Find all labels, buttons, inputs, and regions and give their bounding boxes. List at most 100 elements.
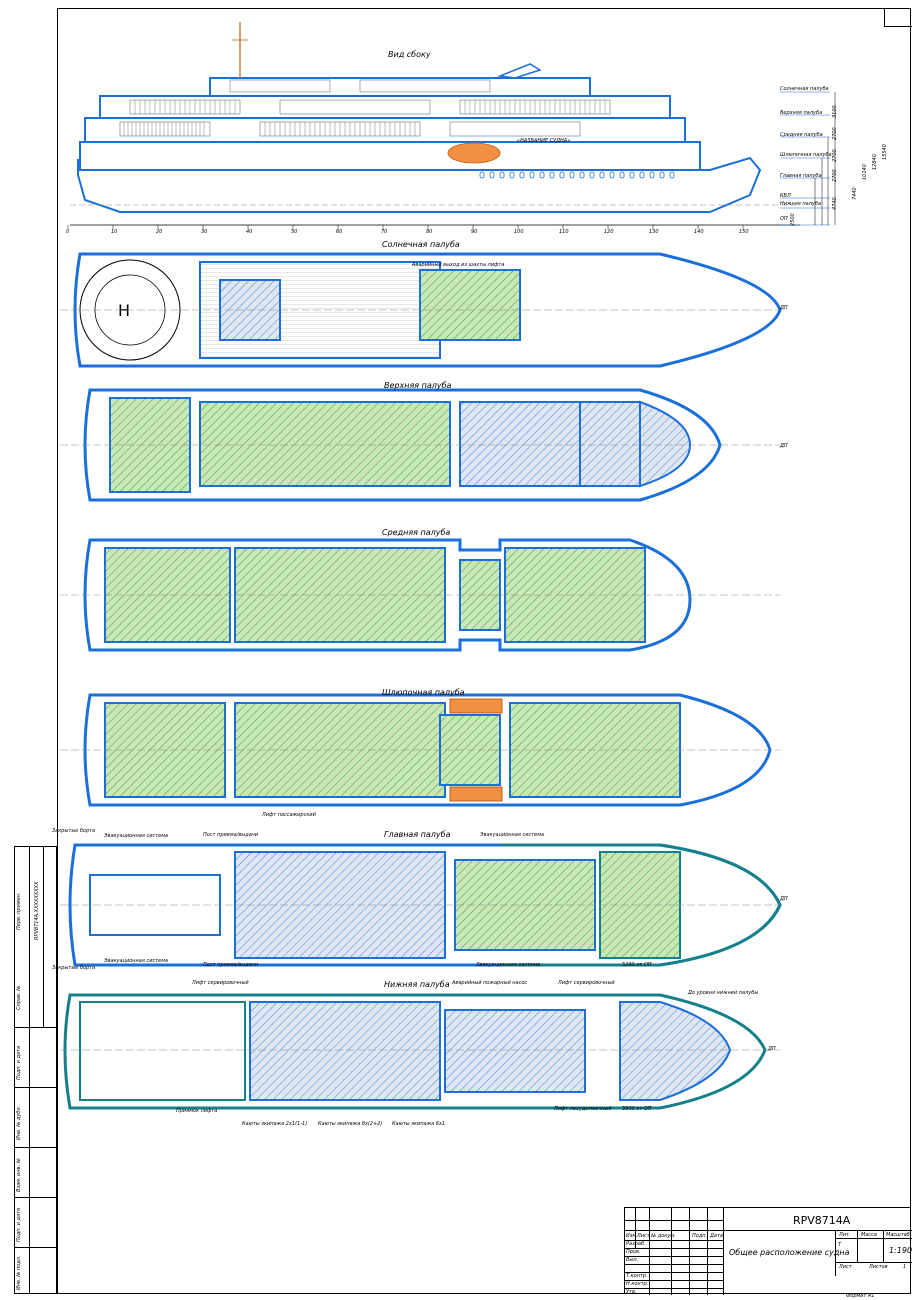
deck-note: Закрытые борта [52,828,96,834]
deck-title-sun: Солнечная палуба [382,240,460,249]
role-label: Пров. [626,1249,641,1255]
rev-header: Дата [710,1233,723,1239]
deck-note: Закрытые борта [52,965,96,971]
frame-tick: 40 [246,229,253,235]
format-label: Формат А1 [846,1293,875,1299]
frame-tick: 140 [694,229,704,235]
scale-value: 1:190 [889,1246,913,1255]
frame-tick: 70 [381,229,388,235]
frame-tick: 120 [604,229,614,235]
side-strip-label: Инв. № дубл. [16,1105,22,1140]
dim-label: 15540 [882,144,888,160]
side-strip-label: Подп. и дата [16,1207,22,1242]
rev-header: № докум. [651,1233,676,1239]
left-side-strip [14,846,57,1294]
role-label: Т.контр. [626,1273,648,1279]
side-strip-label: Перв. примен. [16,892,22,930]
frame-tick: 20 [156,229,163,235]
deck-note: 3800 от ОП [622,1106,652,1112]
doc-title: Общее расположение судна [729,1248,850,1257]
frame-tick: 0 [66,229,70,235]
sheets-label: Листов [869,1264,888,1270]
rev-header: Лист [637,1233,650,1239]
deck-title-boat: Шлюпочная палуба [382,688,465,697]
deck-note: До уровня нижней палубы [688,990,759,996]
col-mass: Масса [861,1232,877,1238]
frame-tick: 150 [739,229,749,235]
title-block: RPV8714А Общее расположение судна Лит. М… [624,1207,913,1295]
centerline-label: ДП [780,896,788,902]
deck-note: Лифт пассажирский [262,812,316,818]
deck-title-upper: Верхняя палуба [384,381,452,390]
frame-tick: 10 [111,229,118,235]
dim-label: 3100 [832,105,838,118]
role-label: Вып. [626,1257,639,1263]
level-label: Шлюпочная палуба [780,152,832,158]
elevation-title: Вид сбоку [388,50,431,59]
deck-title-middle: Средняя палуба [382,528,451,537]
frame-tick: 130 [649,229,659,235]
deck-note: Аварийный выход из шахты лифта [412,262,505,268]
frame-corner-box [884,8,912,27]
level-label: Главная палуба [780,173,822,179]
level-label: Нижняя палуба [780,201,822,207]
frame-tick: 50 [291,229,298,235]
frame-tick: 90 [471,229,478,235]
deck-plans-drawing: H [60,252,782,1110]
deck-note: Аварийный пожарный насос [452,980,528,986]
col-lit: Лит. [839,1232,851,1238]
dim-label: 12840 [872,154,878,170]
deck-note: Эвакуационная система [104,958,169,964]
deck-note: Приямок лифта [176,1108,218,1114]
side-strip-label: Инв. № подл. [16,1255,22,1291]
deck-note: 5290 от ОП [622,962,652,968]
dim-label: 4740 [832,197,838,210]
rev-header: Подп. [692,1233,708,1239]
level-label: КВЛ [780,193,791,199]
frame-tick: 30 [201,229,208,235]
level-label: Верхняя палуба [780,110,823,116]
middle-deck-plan [60,538,780,652]
dim-label: 10140 [862,164,868,180]
centerline-label: ДП [768,1046,776,1052]
role-label: Н.контр. [626,1281,649,1287]
frame-tick: 60 [336,229,343,235]
deck-note: Эвакуационная система [480,832,545,838]
side-elevation-drawing [67,22,836,229]
deck-note: Лифт сервировочный [558,980,615,986]
deck-note: Каюты экипажа 8х(2+2) [318,1121,383,1127]
deck-note: Пост приема/выдачи [203,962,258,968]
boat-deck-plan [60,693,780,807]
svg-text:H: H [118,301,130,320]
level-label: Средняя палуба [780,132,823,138]
deck-title-lower: Нижняя палуба [384,980,450,989]
centerline-label: ДП [780,443,788,449]
lower-deck-plan [60,993,780,1110]
side-strip-label: Подп. и дата [16,1045,22,1080]
role-label: Утв. [626,1289,637,1295]
centerline-label: ДП [780,305,788,311]
deck-title-main: Главная палуба [384,830,451,839]
frame-tick: 100 [514,229,524,235]
lit-value: Т [838,1242,842,1248]
deck-note: Эвакуационная система [104,833,169,839]
dim-label: 7440 [852,187,858,200]
sun-deck-plan: H [60,252,782,368]
rev-header: Изм. [626,1233,638,1239]
col-scale: Масштаб [886,1232,910,1238]
sheets-value: 1 [903,1264,907,1270]
main-deck-plan [60,843,782,967]
deck-note: Лифт посудомоечный [554,1106,612,1112]
frame-tick: 80 [426,229,433,235]
deck-note: Эвакуационная система [476,962,541,968]
side-strip-label: Взам. инв. № [16,1158,22,1192]
deck-note: Каюты экипажа 2х1(1-1) [242,1121,308,1127]
upper-deck-plan [60,388,780,502]
dim-label: 2500 [790,213,796,226]
frame-tick: 110 [559,229,569,235]
deck-note: Каюты экипажа 6х1 [392,1121,446,1127]
sheet-label: Лист [839,1264,852,1270]
side-strip-label: RPV8714А.XXXXXXXXX [34,881,40,940]
deck-note: Пост приема/выдачи [203,832,258,838]
